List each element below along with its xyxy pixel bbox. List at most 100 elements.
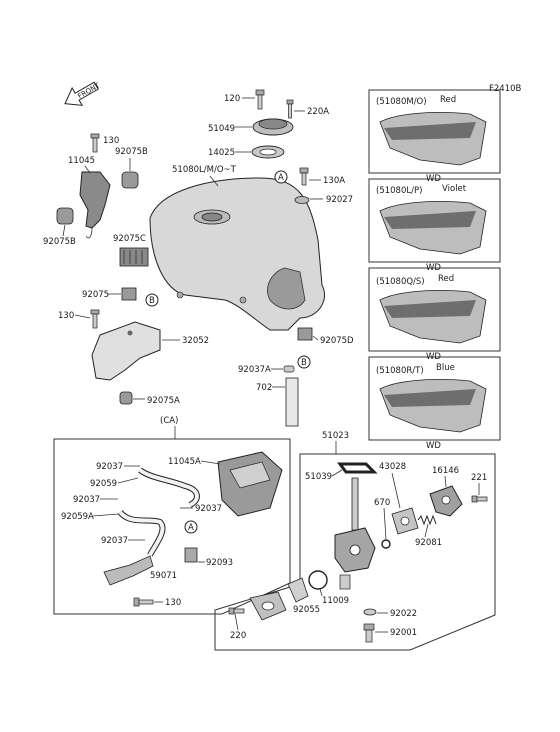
cock-lever-label: 16146 [432, 466, 459, 476]
bolt-130a [299, 167, 309, 186]
bracket-11045 [79, 171, 111, 239]
damper-b1-label: 92075B [115, 147, 148, 157]
tank-cap [252, 118, 294, 136]
variant-3-color: Red [438, 274, 454, 284]
cap-label: 51049 [208, 124, 235, 134]
cock-bolt-92001 [363, 623, 375, 643]
damper-d-label: 92075D [320, 336, 354, 346]
bolt-130-mid [90, 309, 100, 329]
damper-92075b-2 [56, 207, 74, 225]
cock-lever-16146 [429, 485, 463, 517]
variant-4-note: WD [426, 441, 441, 451]
ca-clip4-label: 92037 [195, 504, 222, 514]
cock-screw-220 [228, 607, 245, 615]
cock-gasket-51039 [337, 462, 378, 474]
ca-valve-59071 [103, 555, 154, 586]
variant-4-code: (51080R/T) [376, 366, 424, 376]
bolt-120 [255, 89, 265, 110]
cock-screw-220-label: 220 [230, 631, 246, 641]
ca-bolt-130 [133, 597, 154, 607]
ca-bracket-a-label: 11045A [168, 457, 201, 467]
cock-screw-221-label: 221 [471, 473, 487, 483]
cock-screw-221 [471, 495, 488, 503]
bracket-label: 11045 [68, 156, 95, 166]
ca-clip1-label: 92037 [96, 462, 123, 472]
ca-damper-label: 92093 [206, 558, 233, 568]
variant-4-color: Blue [436, 363, 455, 373]
variant-2-color: Violet [442, 184, 467, 194]
variant-1-code: (51080M/O) [376, 97, 427, 107]
cock-seal-kit [391, 507, 419, 535]
cock-spring [417, 514, 437, 526]
ca-hose1-label: 92059 [90, 479, 117, 489]
hose-702 [285, 377, 299, 427]
ca-damper-92093 [184, 547, 198, 563]
screw-220a-label: 220A [307, 107, 329, 117]
clip-a-label: 92037A [238, 365, 271, 375]
cock-seal-92055 [287, 577, 309, 603]
ca-hose-1 [138, 467, 200, 508]
cock-box [214, 453, 496, 651]
variant-panel-2 [368, 178, 501, 263]
cock-seal-kit-label: 43028 [379, 462, 406, 472]
ca-clip2-label: 92037 [73, 495, 100, 505]
cock-bolt-label: 92001 [390, 628, 417, 638]
screw-220a [286, 99, 294, 119]
damper-92075d [297, 327, 313, 341]
ca-bracket-11045a [217, 451, 283, 517]
ca-clip3-label: 92037 [101, 536, 128, 546]
ca-valve-label: 59071 [150, 571, 177, 581]
damper-b2-label: 92075B [43, 237, 76, 247]
bolt-130-mid-label: 130 [58, 311, 74, 321]
bolt-130-top-label: 130 [103, 136, 119, 146]
ca-hose-a [117, 509, 166, 557]
pad-92075c [119, 247, 149, 267]
cock-oring-670 [381, 539, 391, 549]
variant-panel-3 [368, 267, 501, 352]
ca-hose-a-label: 92059A [61, 512, 94, 522]
cock-oring-670-label: 670 [374, 498, 390, 508]
tank-label: 51080L/M/O~T [172, 165, 237, 175]
clip-92037a [283, 365, 295, 373]
cock-seal-label: 92055 [293, 605, 320, 615]
variant-3-code: (51080Q/S) [376, 277, 425, 287]
stay-label: 32052 [182, 336, 209, 346]
variant-panel-4 [368, 356, 501, 441]
cock-gasket-label: 51039 [305, 472, 332, 482]
cock-washer-92022 [363, 608, 377, 616]
variant-2-code: (51080L/P) [376, 186, 422, 196]
ref-b-label-left: B [149, 296, 155, 306]
cap-base-label: 14025 [208, 148, 235, 158]
cock-oring-11009 [308, 570, 328, 590]
cock-body [334, 477, 376, 590]
variant-1-color: Red [440, 95, 456, 105]
cock-oring-label: 11009 [322, 596, 349, 606]
damper-a-label: 92075A [147, 396, 180, 406]
ref-b-marker-right [297, 355, 311, 369]
ca-ref-a-label: A [188, 523, 194, 533]
ref-b-marker-left [145, 293, 159, 307]
ca-box-title: (CA) [160, 416, 178, 426]
damper-92075-label: 92075 [82, 290, 109, 300]
bolt-120-label: 120 [224, 94, 240, 104]
damper-92075b-1 [121, 171, 139, 189]
pad-label: 92075C [113, 234, 146, 244]
hose-702-label: 702 [256, 383, 272, 393]
stay-32052 [91, 321, 161, 381]
ca-ref-a-marker [184, 520, 198, 534]
cock-plate [249, 591, 287, 621]
grommet-label: 92027 [326, 195, 353, 205]
figure-id: F2410B [489, 84, 522, 94]
cock-box-title: 51023 [322, 431, 349, 441]
cap-base [251, 145, 285, 159]
damper-92075 [121, 287, 137, 301]
ref-b-label-right: B [301, 358, 307, 368]
front-arrow-icon: FRONT [64, 81, 102, 106]
bolt-130-top [90, 133, 100, 153]
fuel-tank [149, 177, 325, 331]
bolt-130a-label: 130A [323, 176, 345, 186]
ref-a-marker [274, 170, 288, 184]
variant-panel-1 [368, 89, 501, 174]
ca-bolt-label: 130 [165, 598, 181, 608]
